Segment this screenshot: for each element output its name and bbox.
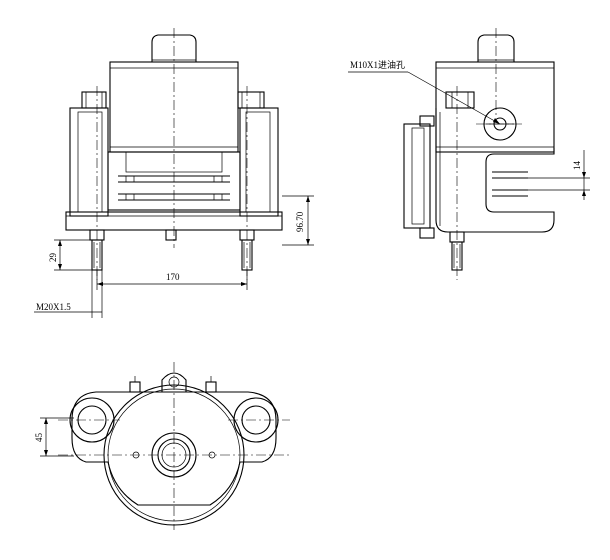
oil-port-label: M10X1进油孔 [350,59,405,70]
bottom-view: 45 [34,362,290,530]
front-right-nut [237,91,265,109]
front-center-bolt [165,229,177,241]
thread-label: M20X1.5 [36,302,71,312]
side-left-plate [403,123,431,229]
side-caliper-body [435,108,555,233]
side-cylinder-body [435,61,555,153]
dim-stud-length-label: 29 [48,253,58,263]
side-view: M10X1进油孔 14 [348,28,590,280]
dim-height-label: 96.70 [295,211,305,232]
front-view: 96.70 29 170 M20X1.5 [34,28,314,318]
dim-stud-span-label: 170 [166,272,180,282]
bottom-left-bleeder [129,381,141,393]
bottom-housing-outline [71,391,277,506]
bottom-top-lug [161,372,187,392]
dim-bore-height-label: 45 [34,433,44,443]
front-left-nut [81,91,107,109]
dim-gap-label: 14 [572,161,582,171]
side-top-nut [445,91,475,109]
bottom-right-bleeder [205,381,217,393]
